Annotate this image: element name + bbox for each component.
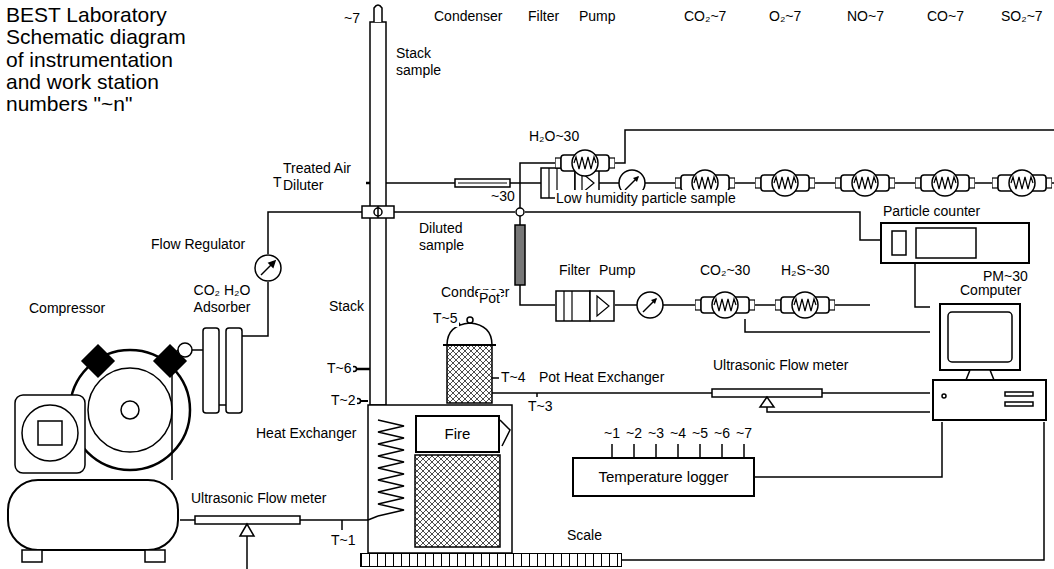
label-text: Heat Exchanger (255, 425, 357, 442)
label-text: ~6 (713, 425, 731, 442)
label-text: T~4 (500, 369, 527, 386)
label-text: ~30 (490, 188, 516, 205)
signal-wire (915, 264, 930, 307)
computer: Computer (930, 282, 1052, 422)
diagram-title: BEST Laboratory Schematic diagram of ins… (6, 4, 201, 115)
label-text: Filter (527, 8, 560, 25)
label-text: CO~7 (926, 8, 965, 25)
label-text: T~2 (330, 392, 357, 409)
label-text: Stack (328, 298, 365, 315)
scale: Scale (360, 553, 622, 567)
signal-wire (755, 422, 942, 477)
label-text: O₂~7 (768, 8, 802, 25)
label-text: CO₂~7 (683, 8, 727, 25)
label-text: H₂O~30 (528, 128, 580, 145)
label-text: ~7 (343, 10, 361, 27)
label-text: Pump (598, 262, 637, 279)
label-text: Compressor (28, 300, 106, 317)
label-text: ~5 (691, 425, 709, 442)
label-text: Stack sample (395, 45, 457, 79)
node-text: Fire (445, 425, 471, 443)
temperature-logger: Temperature logger (572, 457, 755, 497)
label-text: Flow Regulator (150, 236, 246, 253)
label-text: Pot Heat Exchanger (538, 369, 665, 386)
label-text: CO₂~30 (699, 262, 751, 279)
label-text: Treated Air Diluter (282, 160, 366, 194)
label-text: ~3 (647, 425, 665, 442)
fire-box: Fire (415, 415, 500, 453)
label-text: Filter (558, 262, 591, 279)
label-text: Ultrasonic Flow meter (190, 490, 327, 507)
node-text: Scale (566, 527, 603, 544)
node-text: Particle counter (882, 203, 981, 220)
node-text: Temperature logger (598, 468, 728, 486)
label-text: Pot (478, 290, 501, 307)
label-text: T~3 (527, 398, 554, 415)
particle-counter: Particle counterPM~30 (880, 222, 1030, 264)
label-text: ~7 (735, 425, 753, 442)
label-text: T~5 (432, 310, 459, 327)
label-text: CO₂ H₂O Adsorber (184, 282, 260, 316)
label-text: SO₂~7 (1000, 8, 1044, 25)
label-text: Diluted sample (418, 220, 482, 254)
label-text: T~1 (330, 532, 357, 549)
label-text: H₂S~30 (780, 262, 831, 279)
label-text: Pump (578, 8, 617, 25)
label-text: NO~7 (846, 8, 885, 25)
label-text: ~1 (603, 425, 621, 442)
node-text: Computer (959, 282, 1022, 299)
label-text: Low humidity particle sample (555, 190, 737, 207)
label-text: Condenser (433, 8, 504, 25)
label-text: T~6 (326, 360, 353, 377)
label-text: ~2 (625, 425, 643, 442)
label-text: Ultrasonic Flow meter (712, 357, 849, 374)
label-text: ~4 (669, 425, 687, 442)
